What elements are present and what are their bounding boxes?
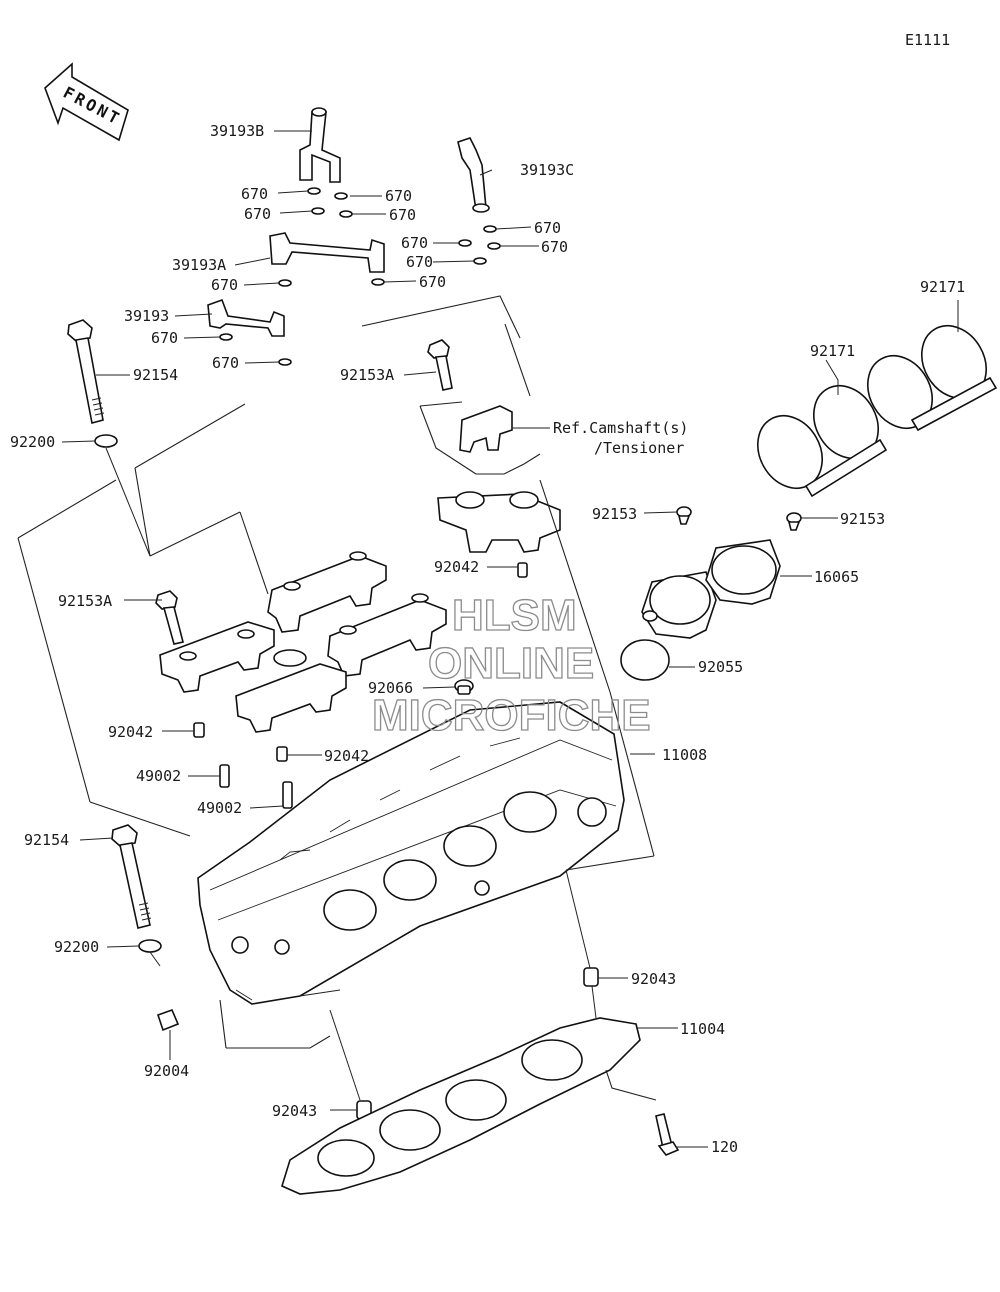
camshaft-cap-center bbox=[437, 491, 561, 553]
label-92055: 92055 bbox=[698, 658, 743, 676]
label-92153-left: 92153 bbox=[592, 505, 637, 523]
watermark-line2: ONLINE bbox=[428, 639, 594, 688]
label-ref-tensioner: /Tensioner bbox=[594, 439, 684, 457]
label-39193: 39193 bbox=[124, 307, 169, 325]
label-92200-top: 92200 bbox=[10, 433, 55, 451]
label-670-5: 670 bbox=[534, 219, 561, 237]
label-49002-b: 49002 bbox=[197, 799, 242, 817]
label-11008: 11008 bbox=[662, 746, 707, 764]
camshaft-cap-lower-left bbox=[159, 621, 275, 693]
watermark-line3: MICROFICHE bbox=[372, 691, 651, 740]
washer-92200-top bbox=[94, 434, 118, 448]
label-670-4: 670 bbox=[389, 206, 416, 224]
watermark-line1: HLSM bbox=[452, 591, 577, 640]
watermark: HLSM ONLINE MICROFICHE bbox=[371, 590, 651, 740]
label-92043-bottom: 92043 bbox=[272, 1102, 317, 1120]
group-frames bbox=[17, 295, 657, 1101]
label-16065: 16065 bbox=[814, 568, 859, 586]
label-670-8: 670 bbox=[406, 253, 433, 271]
dowel-92042-mid bbox=[276, 746, 288, 762]
label-670-3: 670 bbox=[244, 205, 271, 223]
dowel-92042-left bbox=[193, 722, 205, 738]
leader-lines bbox=[61, 130, 959, 1148]
label-92154-bottom: 92154 bbox=[24, 831, 69, 849]
head-gasket-11004 bbox=[281, 1017, 641, 1195]
oil-pipe-39193A bbox=[269, 232, 385, 273]
label-670-1: 670 bbox=[241, 185, 268, 203]
label-670-2: 670 bbox=[385, 187, 412, 205]
label-39193B: 39193B bbox=[210, 122, 264, 140]
oil-pipe-39193C bbox=[457, 137, 490, 213]
o-ring-92055 bbox=[620, 639, 670, 681]
label-92171-a: 92171 bbox=[920, 278, 965, 296]
label-92153A-top: 92153A bbox=[340, 366, 394, 384]
valve-guide-49002-a bbox=[219, 764, 230, 788]
label-670-12: 670 bbox=[212, 354, 239, 372]
bolt-92153A-top bbox=[427, 339, 453, 391]
label-670-11: 670 bbox=[151, 329, 178, 347]
bolt-92153A-left bbox=[155, 590, 184, 645]
label-92004: 92004 bbox=[144, 1062, 189, 1080]
o-ring-group bbox=[219, 187, 501, 366]
label-ref-camshaft: Ref.Camshaft(s) bbox=[553, 419, 688, 437]
label-120: 120 bbox=[711, 1138, 738, 1156]
screw-92153-right bbox=[786, 512, 802, 531]
screw-92153-left bbox=[676, 506, 692, 525]
label-92042-mid: 92042 bbox=[324, 747, 369, 765]
label-92066: 92066 bbox=[368, 679, 413, 697]
label-92042-top: 92042 bbox=[434, 558, 479, 576]
part-labels: 39193B 39193C 670 670 670 670 670 670 67… bbox=[10, 122, 965, 1156]
washer-92200-bottom bbox=[138, 939, 162, 953]
plug-92066 bbox=[454, 679, 474, 695]
oil-pipe-39193B bbox=[299, 107, 341, 183]
clamp-92171-group bbox=[757, 325, 998, 498]
valve-guide-49002-b bbox=[282, 781, 293, 809]
label-670-9: 670 bbox=[211, 276, 238, 294]
holder-16065-a bbox=[641, 571, 717, 639]
label-92043-right: 92043 bbox=[631, 970, 676, 988]
camshaft-cap-upper-left bbox=[267, 551, 387, 633]
bolt-92154-bottom bbox=[111, 824, 152, 929]
tensioner-bracket bbox=[459, 405, 513, 453]
oil-pipe-39193 bbox=[207, 298, 285, 337]
label-92042-left: 92042 bbox=[108, 723, 153, 741]
label-92200-bottom: 92200 bbox=[54, 938, 99, 956]
label-39193C: 39193C bbox=[520, 161, 574, 179]
label-92153A-left: 92153A bbox=[58, 592, 112, 610]
bolt-92154-top bbox=[67, 319, 105, 424]
label-670-6: 670 bbox=[401, 234, 428, 252]
camshaft-cap-lower-right bbox=[235, 649, 347, 733]
dowel-92043-right bbox=[583, 967, 599, 987]
stud-92004 bbox=[156, 1008, 180, 1032]
label-92153-right: 92153 bbox=[840, 510, 885, 528]
label-92171-b: 92171 bbox=[810, 342, 855, 360]
label-92154-top: 92154 bbox=[133, 366, 178, 384]
label-670-10: 670 bbox=[419, 273, 446, 291]
label-670-7: 670 bbox=[541, 238, 568, 256]
dowel-92042-top bbox=[517, 562, 528, 578]
label-49002-a: 49002 bbox=[136, 767, 181, 785]
label-11004: 11004 bbox=[680, 1020, 725, 1038]
label-39193A: 39193A bbox=[172, 256, 226, 274]
front-arrow-icon: FRONT bbox=[44, 62, 129, 142]
holder-16065-b bbox=[705, 539, 781, 605]
cylinder-head-11008 bbox=[197, 701, 625, 1005]
bolt-120 bbox=[655, 1113, 680, 1156]
diagram-code: E1111 bbox=[905, 31, 950, 49]
camshaft-cap-upper-right bbox=[327, 593, 447, 677]
